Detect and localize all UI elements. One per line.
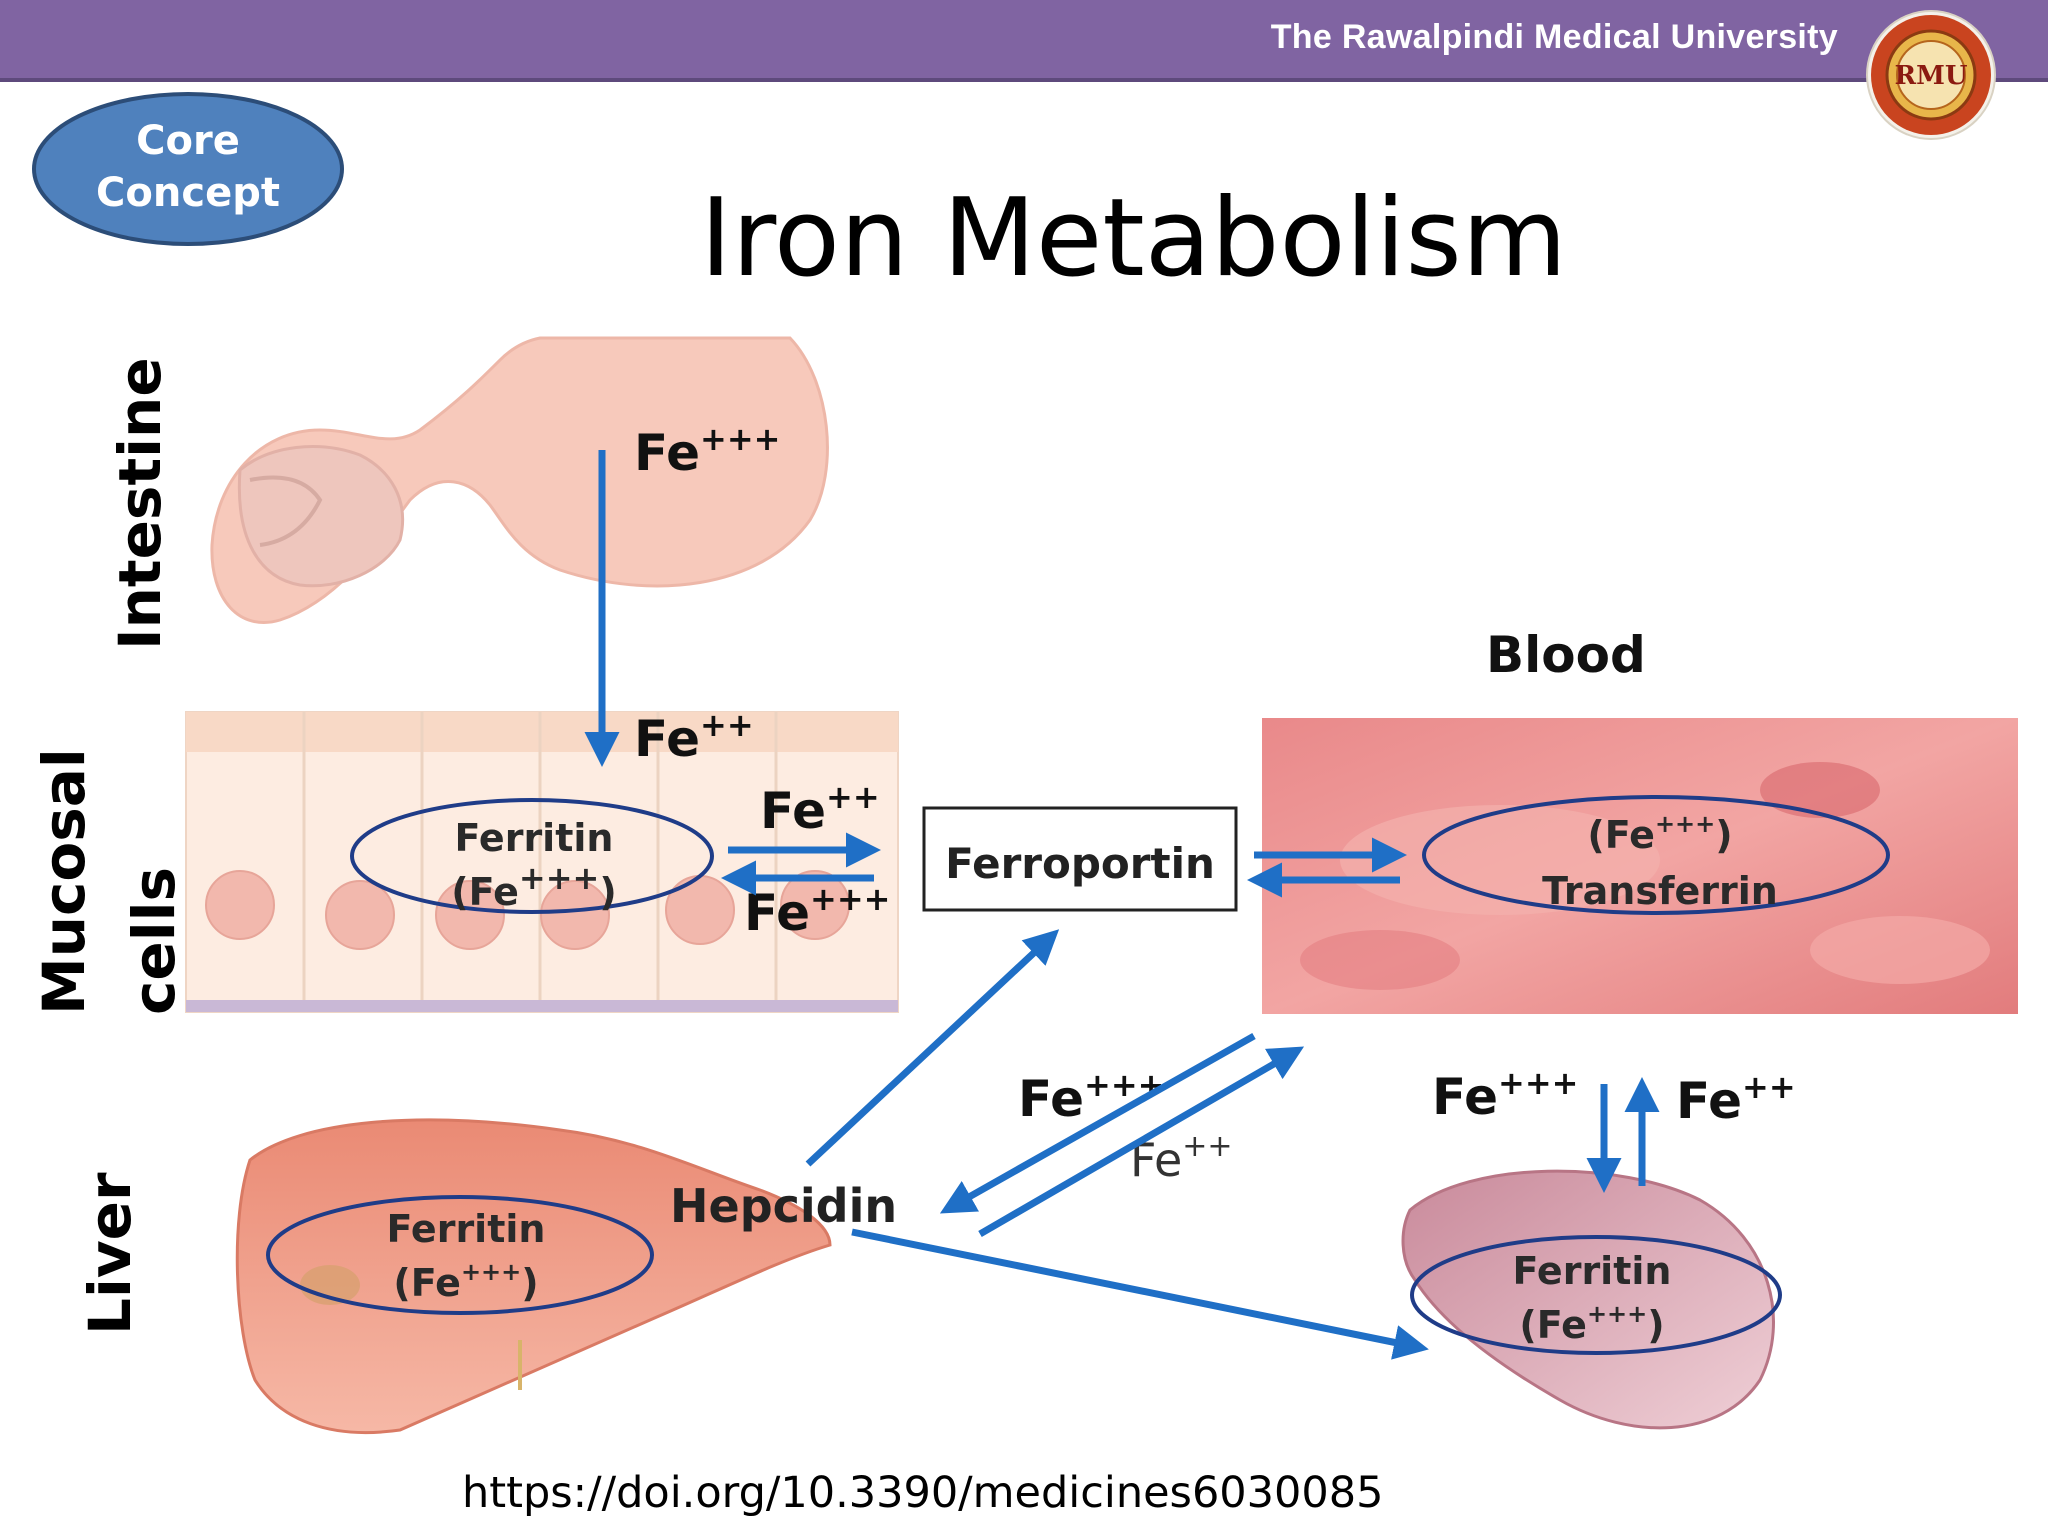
- hepcidin-label: Hepcidin: [670, 1179, 897, 1233]
- university-logo: RMU: [1866, 10, 1996, 140]
- fe3-to-spleen-label: Fe+++: [1432, 1064, 1578, 1126]
- transferrin-ellipse: [1422, 795, 1890, 915]
- arrow-hepcidin-to-spleen: [851, 1228, 1429, 1360]
- svg-text:RMU: RMU: [1894, 61, 1967, 91]
- spleen-ferritin-ion: (Fe+++): [1519, 1300, 1664, 1347]
- label-liver: Liver: [76, 1172, 144, 1335]
- arrow-liver-to-blood: [978, 1046, 1305, 1238]
- arrow-blood-to-liver: [939, 1032, 1256, 1214]
- spleen-ferritin-label: Ferritin: [1513, 1249, 1672, 1293]
- mucosal-ferritin-ellipse: [350, 798, 714, 914]
- fe2-mucosal-label: Fe++: [634, 706, 754, 768]
- label-intestine: Intestine: [106, 357, 174, 650]
- transferrin-ion: (Fe+++): [1587, 810, 1732, 857]
- stomach-illustration: [210, 336, 829, 624]
- blood-vessel-illustration: [1262, 718, 2018, 1014]
- transferrin-label: Transferrin: [1542, 869, 1778, 913]
- header-bar: The Rawalpindi Medical University: [0, 0, 2048, 82]
- badge-line1: Core: [136, 118, 240, 164]
- label-blood: Blood: [1486, 626, 1646, 684]
- mucosal-ferritin-label: Ferritin: [455, 816, 614, 860]
- liver-ferritin-ion: (Fe+++): [393, 1258, 538, 1305]
- label-cells: cells: [120, 867, 188, 1015]
- doi-link[interactable]: https://doi.org/10.3390/medicines6030085: [462, 1468, 1384, 1518]
- ferroportin-label: Ferroportin: [945, 839, 1215, 888]
- badge-line2: Concept: [96, 170, 280, 216]
- fe2-to-ferroportin-label: Fe++: [760, 778, 880, 840]
- core-concept-badge: Core Concept: [32, 92, 344, 246]
- mucosal-ferritin-ion: (Fe+++): [451, 859, 616, 914]
- liver-ferritin-ellipse: [266, 1195, 654, 1315]
- spleen-ferritin-ellipse: [1410, 1235, 1782, 1355]
- page-title: Iron Metabolism: [700, 176, 1568, 301]
- ferroportin-box: [922, 806, 1238, 912]
- fe2-from-spleen-label: Fe++: [1676, 1068, 1796, 1130]
- liver-ferritin-label: Ferritin: [387, 1207, 546, 1251]
- arrow-hepcidin-to-ferroportin: [805, 929, 1060, 1167]
- mucosal-cells-illustration: [185, 711, 899, 1013]
- label-mucosal: Mucosal: [30, 748, 98, 1015]
- university-name: The Rawalpindi Medical University: [1270, 18, 1838, 56]
- fe3-intestine-label: Fe+++: [634, 420, 780, 482]
